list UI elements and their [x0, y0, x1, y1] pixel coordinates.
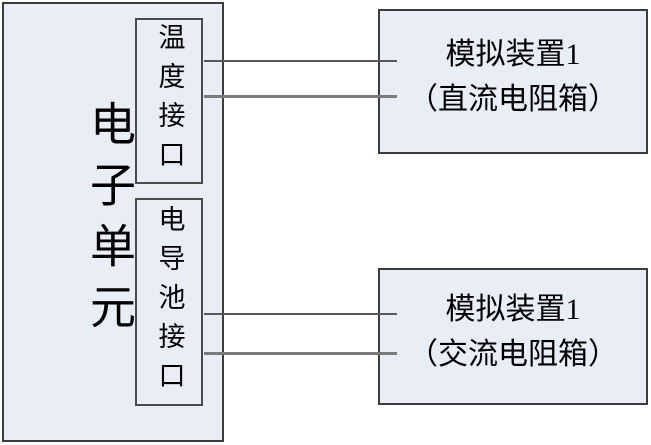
connector-line-temperature-2	[204, 95, 397, 98]
conductivity-cell-port-label: 电导池接口	[154, 204, 185, 400]
device-dc-title: 模拟装置1	[445, 38, 581, 71]
device-ac-subtitle: （交流电阻箱）	[408, 338, 618, 371]
electronic-unit-label: 电子单元	[84, 100, 135, 344]
device-ac-title: 模拟装置1	[445, 293, 581, 326]
connector-line-conductivity-1	[204, 313, 397, 315]
device-box-ac: 模拟装置1 （交流电阻箱）	[378, 268, 648, 405]
electronic-unit-label-wrap: 电子单元	[84, 2, 135, 442]
conductivity-cell-port-box: 电导池接口	[135, 198, 203, 406]
temperature-port-box: 温度接口	[135, 18, 203, 184]
temperature-port-label: 温度接口	[154, 23, 185, 179]
device-box-dc: 模拟装置1 （直流电阻箱）	[378, 9, 648, 154]
connector-line-temperature-1	[204, 60, 397, 62]
device-dc-subtitle: （直流电阻箱）	[408, 83, 618, 116]
connector-line-conductivity-2	[204, 352, 397, 355]
